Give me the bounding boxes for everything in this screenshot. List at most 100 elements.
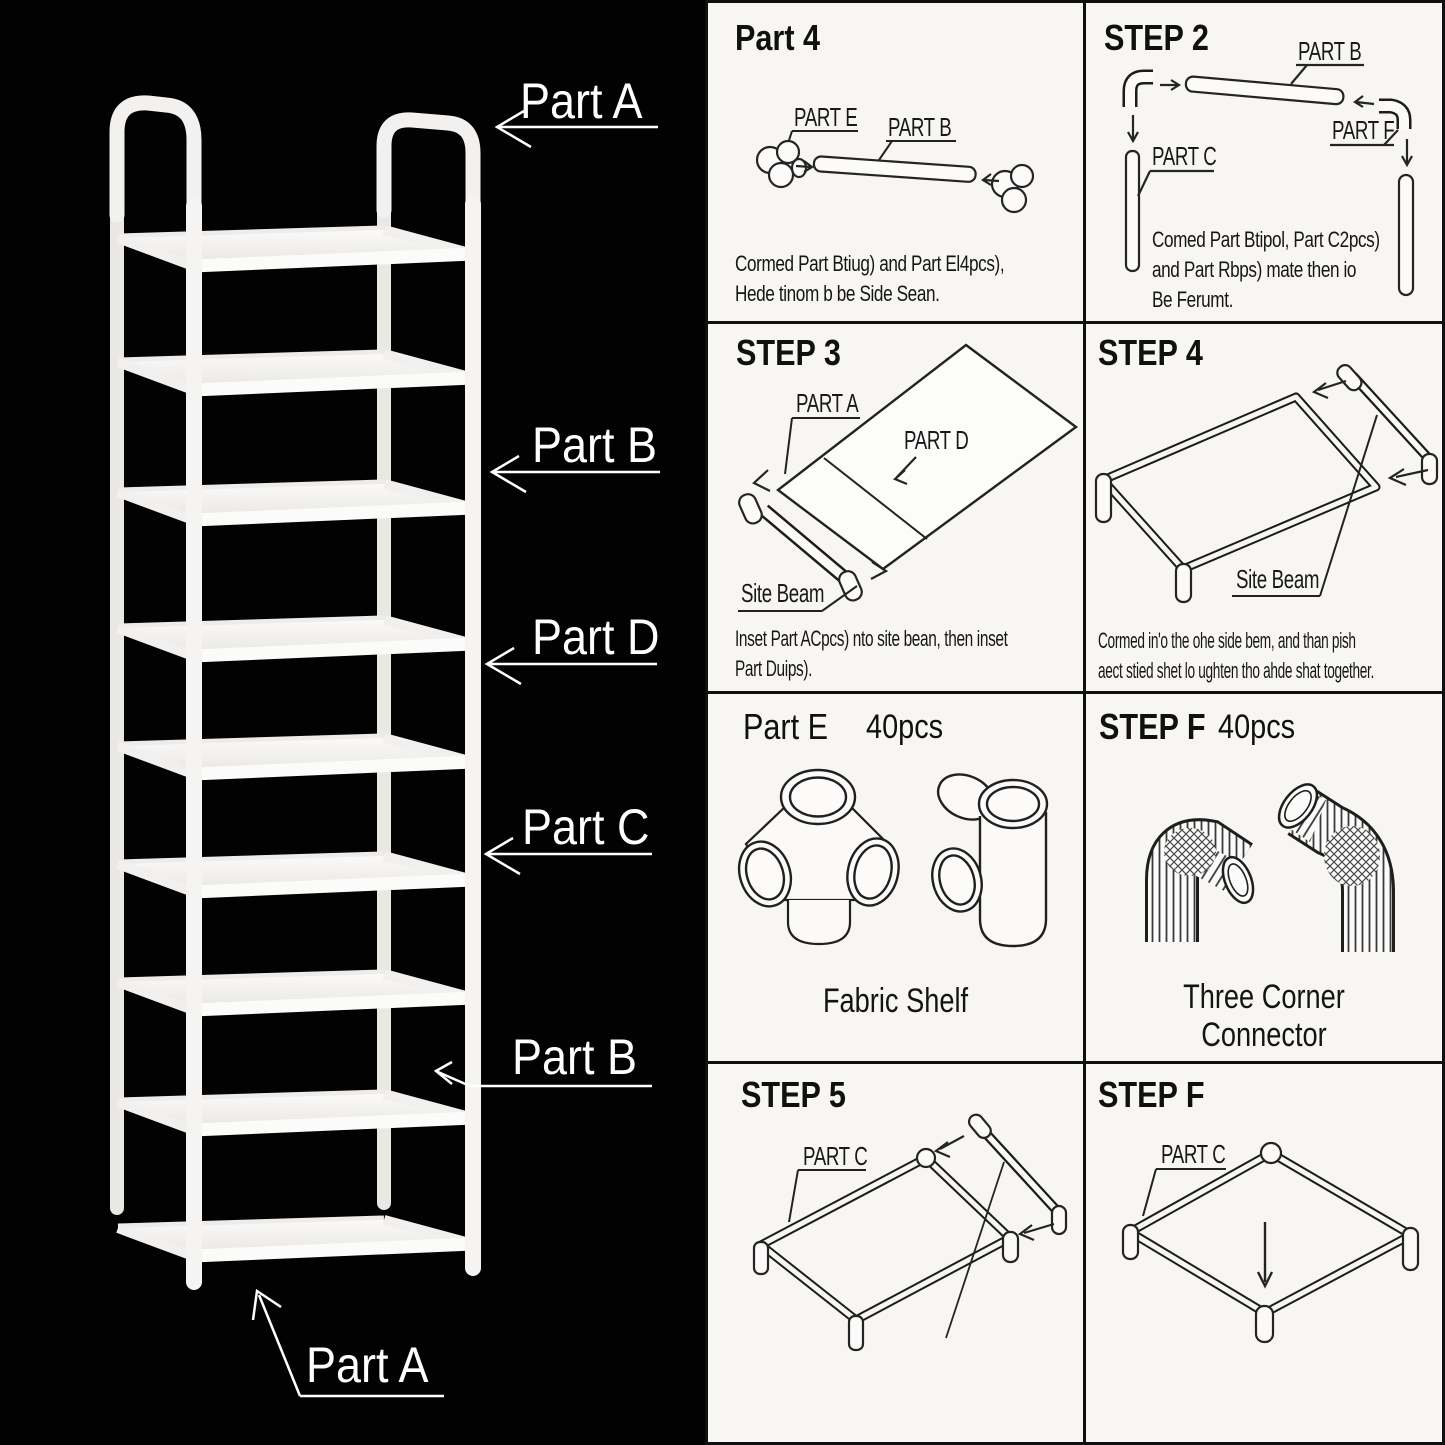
callout-arrows xyxy=(251,109,660,1398)
photo-label-part-b-lower: Part B xyxy=(512,1029,638,1085)
beam-corner-pieces xyxy=(967,1113,1068,1236)
part-c-label: PART C xyxy=(803,1141,868,1171)
caption-line: Cormed Part Btiug) and Part El4pcs), xyxy=(735,251,1005,276)
cell-title: STEP 2 xyxy=(1104,17,1209,58)
back-posts xyxy=(110,185,391,1215)
side-beam-label: Site Beam xyxy=(1236,564,1320,594)
elbow-connector-right xyxy=(1277,783,1395,952)
side-beam-inner xyxy=(1350,374,1433,462)
cell-step-f: STEP F PART C xyxy=(1086,1064,1442,1442)
instruction-grid: Part 4 PART E PART B Cormed Part Btiug) … xyxy=(705,0,1445,1445)
caption-line: Comed Part Btipol, Part C2pcs) xyxy=(1152,227,1380,252)
insert-arrow xyxy=(1256,1222,1274,1289)
part-f-label: PART F xyxy=(1332,115,1395,145)
part-d-label: PART D xyxy=(904,425,969,455)
stepf-diagram xyxy=(1121,1141,1420,1344)
part-name-line: Connector xyxy=(1201,1016,1327,1054)
step5-diagram xyxy=(752,1113,1068,1352)
side-beam-label: Site Beam xyxy=(741,578,825,608)
fabric-shelf-panel xyxy=(776,343,1079,571)
shelves xyxy=(118,230,473,1256)
cell-title: STEP F xyxy=(1098,1074,1205,1115)
piece-count: 40pcs xyxy=(866,708,944,746)
step2-diagram xyxy=(1122,63,1415,297)
caption-line: Part Duips). xyxy=(735,656,813,681)
photo-label-part-d: Part D xyxy=(532,609,660,665)
shelf-frame xyxy=(756,1153,1015,1325)
frame-legs xyxy=(752,1147,1020,1352)
step-caption: Cormed in'o the ohe side bem, and than p… xyxy=(1098,626,1374,686)
assembly-arrows xyxy=(1311,379,1429,487)
cell-part-e: Part E 40pcs Fabric Shelf xyxy=(708,694,1083,1061)
photo-label-part-a-bottom: Part A xyxy=(306,1337,429,1393)
shelf-frame-inner xyxy=(1100,394,1379,572)
step-caption: Comed Part Btipol, Part C2pcs) and Part … xyxy=(1152,225,1380,315)
part-a-label: PART A xyxy=(796,388,859,418)
side-beam-inner xyxy=(761,506,855,588)
tee-connector xyxy=(931,773,1049,948)
partf-diagram xyxy=(1145,783,1395,952)
shelf-frame-inner xyxy=(1127,1150,1414,1316)
step4-diagram xyxy=(1094,364,1439,604)
part-b-label: PART B xyxy=(1298,36,1362,66)
side-beam-inner xyxy=(977,1125,1061,1214)
photo-label-part-c: Part C xyxy=(522,799,650,855)
caption-line: Cormed in'o the ohe side bem, and than p… xyxy=(1098,628,1356,653)
cell-step-5: STEP 5 PART C xyxy=(708,1064,1083,1442)
cell-title: STEP F xyxy=(1099,706,1206,747)
part-b-tube xyxy=(1184,75,1345,106)
caption-line: and Part Rbps) mate then io xyxy=(1152,257,1357,282)
corner-connectors xyxy=(1121,1141,1420,1344)
leader-lines xyxy=(1232,414,1378,597)
shelf-fold-line xyxy=(823,457,928,540)
part-name-label: Three Corner Connector xyxy=(1122,978,1407,1054)
assembly-arrows xyxy=(933,1135,1055,1339)
caption-line: aect stied shet lo ughten tho ahde shat … xyxy=(1098,658,1375,683)
piece-count: 40pcs xyxy=(1218,708,1296,746)
part-b-label: PART B xyxy=(888,112,952,142)
top-handles xyxy=(109,95,481,228)
assembly-arrows xyxy=(752,456,917,580)
shelf-rack-illustration xyxy=(109,95,660,1398)
product-photo-panel: Part A Part B Part D Part C Part B Part … xyxy=(0,0,705,1445)
assembly-arrows xyxy=(795,160,1000,186)
beam-corner-pieces xyxy=(1336,364,1439,486)
shelf-frame xyxy=(1125,1148,1416,1318)
part-c-label: PART C xyxy=(1152,141,1217,171)
part-name-label: Fabric Shelf xyxy=(822,982,969,1020)
cell-step-2: STEP 2 PART B PART F PART C Comed Part B… xyxy=(1086,3,1442,321)
caption-line: Hede tinom b be Side Sean. xyxy=(735,281,940,306)
part-e-label: PART E xyxy=(794,102,858,132)
part-c-label: PART C xyxy=(1161,1139,1226,1169)
assembly-arrows xyxy=(1127,63,1413,197)
step-caption: Cormed Part Btiug) and Part El4pcs), Hed… xyxy=(735,249,1005,309)
four-way-connector xyxy=(737,768,900,946)
cell-step-4: STEP 4 Site Beam Cormed in'o the ohe sid… xyxy=(1086,324,1442,691)
step3-diagram xyxy=(738,343,1079,612)
front-posts xyxy=(186,196,481,1290)
elbow-connectors-inner xyxy=(1125,72,1409,129)
elbow-connector-left xyxy=(1145,818,1255,942)
cell-title: Part 4 xyxy=(735,17,821,58)
part-name-line: Three Corner xyxy=(1183,978,1345,1016)
cell-title: STEP 5 xyxy=(741,1074,846,1115)
step-caption: Inset Part ACpcs) nto site bean, then in… xyxy=(735,624,1008,684)
photo-label-part-a-top: Part A xyxy=(520,73,643,129)
leader-lines xyxy=(788,1169,866,1223)
cell-part-4: Part 4 PART E PART B Cormed Part Btiug) … xyxy=(708,3,1083,321)
cell-title: Part E xyxy=(743,706,829,747)
leader-lines xyxy=(738,417,860,612)
beam-corner-pieces xyxy=(738,493,863,602)
parte-diagram xyxy=(737,768,1049,948)
tube-and-connectors xyxy=(755,139,1035,214)
cell-part-f: STEP F 40pcs Three Corner Connector xyxy=(1086,694,1442,1061)
cell-title: STEP 3 xyxy=(736,332,841,373)
leader-lines xyxy=(1142,1168,1226,1217)
cell-step-3: STEP 3 PART A PART D Site Beam Inset Par… xyxy=(708,324,1083,691)
caption-line: Be Ferumt. xyxy=(1152,287,1233,312)
photo-label-part-b-upper: Part B xyxy=(532,417,658,473)
vertical-tubes xyxy=(1124,149,1415,297)
part4-diagram xyxy=(755,130,1035,214)
caption-line: Inset Part ACpcs) nto site bean, then in… xyxy=(735,626,1008,651)
